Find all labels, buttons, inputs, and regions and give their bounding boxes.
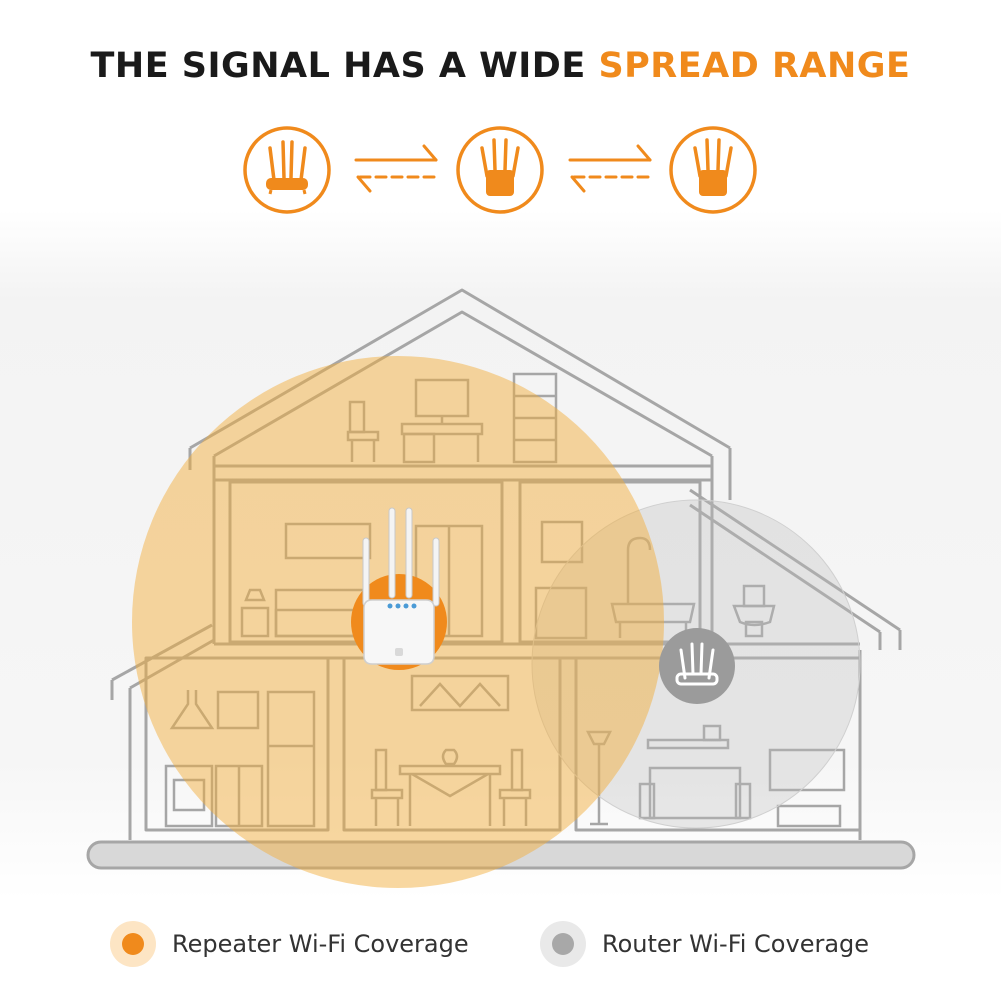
bidirectional-arrows-icon xyxy=(568,144,652,193)
repeater-legend-label: Repeater Wi-Fi Coverage xyxy=(172,930,469,958)
headline-part-2: SPREAD RANGE xyxy=(598,46,911,86)
router-device xyxy=(659,628,735,704)
repeater-device xyxy=(351,507,447,670)
router-legend-swatch xyxy=(540,921,586,967)
router-legend-label: Router Wi-Fi Coverage xyxy=(602,930,870,958)
legend-router: Router Wi-Fi Coverage xyxy=(540,920,869,968)
router-icon xyxy=(243,126,331,214)
repeater-icon xyxy=(456,126,544,214)
ground xyxy=(86,840,916,870)
house-outline xyxy=(110,288,902,840)
headline-part-1: THE SIGNAL HAS A WIDE xyxy=(90,46,599,86)
repeater-icon xyxy=(669,126,757,214)
signal-chain xyxy=(243,126,757,214)
legend-repeater: Repeater Wi-Fi Coverage xyxy=(110,920,469,968)
headline: THE SIGNAL HAS A WIDE SPREAD RANGE xyxy=(0,46,1001,86)
repeater-legend-swatch xyxy=(110,921,156,967)
bidirectional-arrows-icon xyxy=(354,144,438,193)
furniture xyxy=(164,372,846,828)
